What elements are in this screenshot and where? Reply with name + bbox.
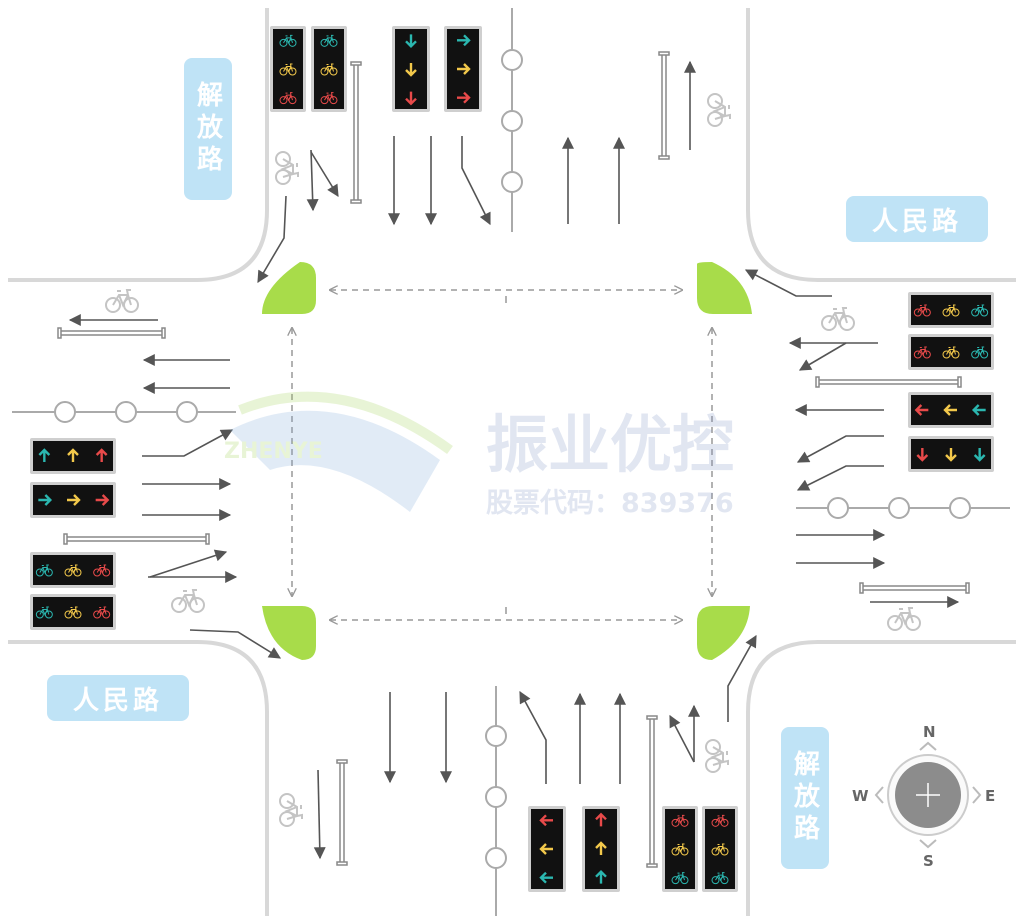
- traffic-signal-head: [582, 806, 620, 892]
- bike-signal-head: [30, 552, 116, 588]
- bike-icon: [105, 289, 139, 313]
- compass-north: N: [923, 723, 936, 741]
- traffic-signal-head: [30, 438, 116, 474]
- svg-text:ZHENYE: ZHENYE: [224, 439, 323, 464]
- bike-signal-head: [311, 26, 347, 112]
- bike-icon: [705, 739, 729, 773]
- island-nw: [262, 262, 316, 314]
- svg-text:振业优控: 振业优控: [486, 408, 734, 481]
- traffic-signal-head: [908, 436, 994, 472]
- street-label-south: 解放路: [781, 727, 829, 869]
- bike-icon: [275, 151, 299, 185]
- stop-bars: [57, 51, 970, 868]
- traffic-signal-head: [528, 806, 566, 892]
- bike-signal-head: [908, 334, 994, 370]
- island-se: [697, 606, 750, 660]
- bike-icon: [707, 93, 731, 127]
- crosswalks: [292, 290, 712, 620]
- traffic-signal-head: [392, 26, 430, 112]
- bike-icon: [171, 589, 205, 613]
- lane-arrows: [68, 60, 960, 860]
- bike-icon: [887, 607, 921, 631]
- watermark: ZHENYE 振业优控 股票代码：839376: [224, 391, 734, 519]
- street-label-east: 人民路: [846, 196, 988, 242]
- bike-signal-head: [908, 292, 994, 328]
- traffic-signals: [30, 26, 994, 892]
- bike-signal-head: [270, 26, 306, 112]
- compass-south: S: [923, 852, 934, 870]
- compass: N S E W: [852, 723, 995, 870]
- medians: [12, 8, 1010, 916]
- corner-islands: [262, 262, 752, 660]
- traffic-signal-head: [30, 482, 116, 518]
- traffic-signal-head: [444, 26, 482, 112]
- bike-signal-head: [662, 806, 698, 892]
- svg-text:股票代码：839376: 股票代码：839376: [486, 488, 734, 519]
- island-ne: [697, 262, 752, 314]
- road-edges: [8, 8, 1016, 916]
- compass-west: W: [852, 787, 869, 805]
- island-sw: [262, 606, 316, 660]
- compass-east: E: [985, 787, 995, 805]
- traffic-signal-head: [908, 392, 994, 428]
- street-label-west: 人民路: [47, 675, 189, 721]
- street-label-north: 解放路: [184, 58, 232, 200]
- bike-icon: [821, 307, 855, 331]
- bike-signal-head: [702, 806, 738, 892]
- bike-signal-head: [30, 594, 116, 630]
- bike-icon: [279, 793, 303, 827]
